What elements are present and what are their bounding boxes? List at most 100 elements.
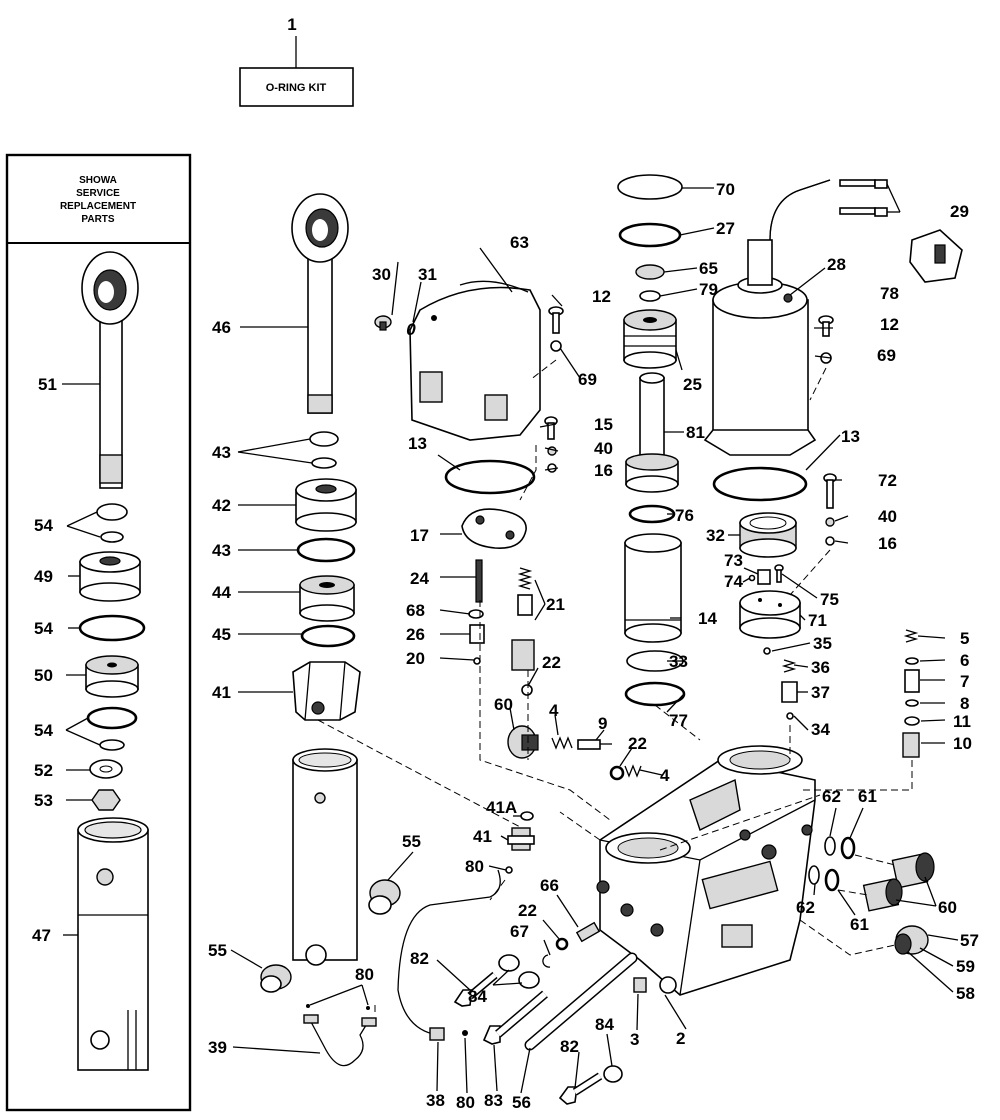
- part-56-shaft: [524, 952, 638, 1051]
- callout-38: 38: [426, 1091, 445, 1110]
- callout-14: 14: [698, 609, 717, 628]
- part-29-wires: [769, 179, 831, 241]
- callout-47: 47: [32, 926, 51, 945]
- callout-28: 28: [827, 255, 846, 274]
- callout-80: 80: [465, 857, 484, 876]
- part-50-piston: [85, 655, 139, 698]
- callout-70: 70: [716, 180, 735, 199]
- part-79-ring: [639, 290, 661, 302]
- callout-2: 2: [676, 1029, 685, 1048]
- part-51-piston-rod: [81, 251, 139, 489]
- part-65-seal: [635, 264, 665, 280]
- part-54-seal: [96, 503, 128, 521]
- part-53-nut: [91, 789, 121, 811]
- part-55-bushing: [368, 879, 401, 915]
- callout-17: 17: [410, 526, 429, 545]
- part-14-sleeve: [624, 533, 682, 643]
- part-29-terminal: [839, 179, 888, 189]
- callout-43: 43: [212, 541, 231, 560]
- callout-40: 40: [594, 439, 613, 458]
- callout-15: 15: [594, 415, 613, 434]
- part-37-plug: [781, 681, 798, 703]
- callout-43: 43: [212, 443, 231, 462]
- part-38-fitting: [429, 1027, 445, 1041]
- part-62-ring: [808, 865, 820, 885]
- part-2-pump-body: [596, 745, 816, 996]
- part-cylinder-tube: [292, 748, 358, 966]
- part-77-o-ring: [624, 681, 686, 707]
- part-47-cylinder: [77, 817, 149, 1071]
- showa-service-box: SHOWA SERVICE REPLACEMENT PARTS: [5, 153, 192, 1112]
- o-ring-kit-callout: 1 O-RING KIT: [239, 15, 354, 107]
- part-6-ring: [905, 657, 919, 665]
- part-4-spring: [624, 764, 642, 778]
- callout-67: 67: [510, 922, 529, 941]
- callout-41A: 41A: [486, 798, 517, 817]
- callout-36: 36: [811, 658, 830, 677]
- callout-20: 20: [406, 649, 425, 668]
- part-75-screw: [774, 564, 784, 583]
- part-61-o-ring: [840, 836, 856, 860]
- part-22-ring: [521, 684, 533, 696]
- part-21-check-valve: [511, 639, 535, 671]
- callout-62: 62: [822, 787, 841, 806]
- callout-37: 37: [811, 683, 830, 702]
- callout-12: 12: [592, 287, 611, 306]
- part-41A-ring: [520, 811, 534, 821]
- callout-82: 82: [410, 949, 429, 968]
- callout-3: 3: [630, 1030, 639, 1049]
- part-8-ring: [905, 699, 919, 707]
- part-4-spring: [551, 736, 573, 750]
- callout-68: 68: [406, 601, 425, 620]
- part-10-plug: [902, 732, 920, 758]
- callout-6: 6: [960, 651, 969, 670]
- part-54-o-ring: [86, 706, 138, 730]
- part-5-spring: [903, 629, 919, 643]
- callout-63: 63: [510, 233, 529, 252]
- callout-69: 69: [578, 370, 597, 389]
- callout-60: 60: [938, 898, 957, 917]
- callout-60: 60: [494, 695, 513, 714]
- part-25-cap: [623, 309, 677, 369]
- callout-34: 34: [811, 720, 830, 739]
- part-84-washer: [603, 1065, 623, 1083]
- part-24-pin: [475, 559, 483, 603]
- part-84-washer: [518, 971, 540, 989]
- part-3-plug: [633, 977, 647, 993]
- part-60-valve: [862, 878, 903, 912]
- callout-54: 54: [34, 619, 53, 638]
- part-34-ring: [786, 712, 794, 720]
- leader-lines: [62, 183, 959, 1094]
- callout-16: 16: [878, 534, 897, 553]
- callout-12: 12: [880, 315, 899, 334]
- part-9-valve-pin: [577, 739, 612, 750]
- assembly-lines: [317, 359, 913, 1015]
- part-82-bolt: [558, 1072, 603, 1105]
- part-61-o-ring: [824, 868, 840, 892]
- callout-49: 49: [34, 567, 53, 586]
- callout-32: 32: [706, 526, 725, 545]
- callout-82: 82: [560, 1037, 579, 1056]
- callout-22: 22: [628, 734, 647, 753]
- callout-40: 40: [878, 507, 897, 526]
- part-12-screw: [548, 306, 564, 334]
- callout-33: 33: [669, 652, 688, 671]
- callout-22: 22: [518, 901, 537, 920]
- part-69-washer: [550, 340, 562, 352]
- callout-4: 4: [660, 766, 670, 785]
- callout-31: 31: [418, 265, 437, 284]
- part-74-ball: [748, 574, 756, 582]
- callout-7: 7: [960, 672, 969, 691]
- callout-78: 78: [880, 284, 899, 303]
- callout-55: 55: [208, 941, 227, 960]
- part-67-clip: [542, 954, 551, 968]
- part-43-ring: [311, 457, 337, 469]
- part-16-ring: [825, 536, 835, 546]
- part-70-ring: [617, 174, 683, 200]
- callout-61: 61: [858, 787, 877, 806]
- part-63-cover: [409, 280, 541, 441]
- part-62-ring: [824, 836, 836, 856]
- callout-54: 54: [34, 721, 53, 740]
- callout-5: 5: [960, 629, 969, 648]
